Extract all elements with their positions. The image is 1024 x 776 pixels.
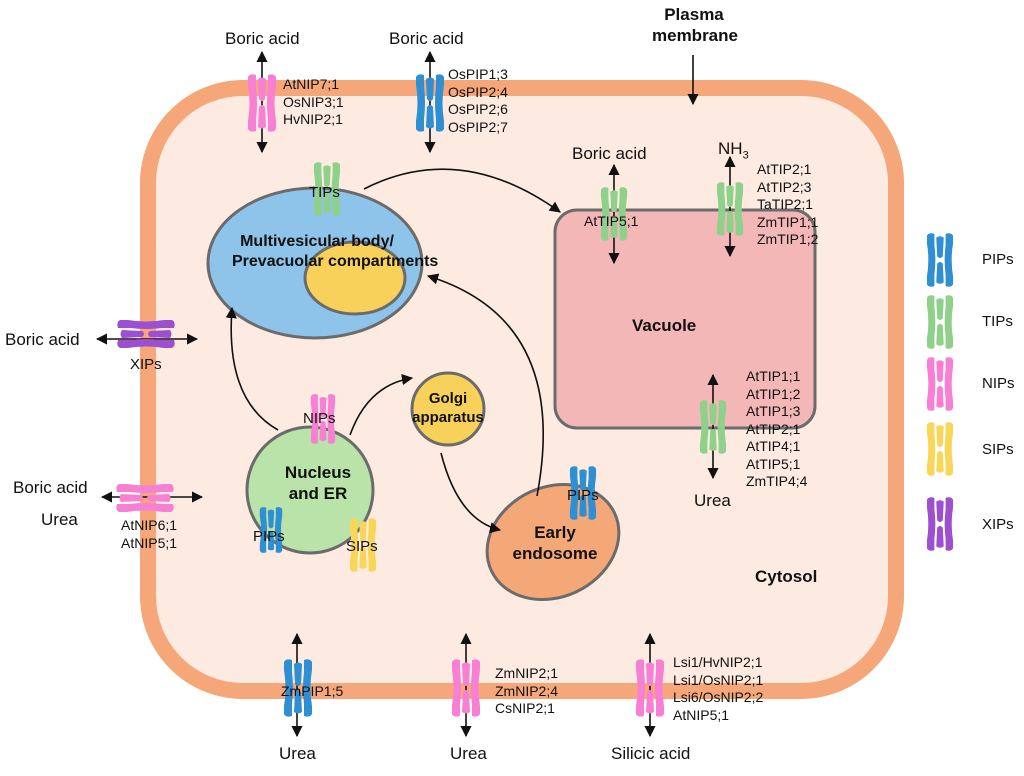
legend-label-nips: NIPs xyxy=(982,375,1015,392)
plasma-membrane-label: Plasma membrane xyxy=(652,5,738,45)
gene-name: AtTIP1;1 xyxy=(746,368,801,384)
mvb-label: Multivesicular body/ Prevacuolar compart… xyxy=(232,233,439,270)
substrate-top-left: Boric acid xyxy=(225,29,300,48)
arrow-golgi-to-endosome xyxy=(440,452,502,534)
vacuole-label: Vacuole xyxy=(632,316,697,335)
endosome-label: Early endosome xyxy=(512,523,598,563)
gene-name: OsPIP2;6 xyxy=(448,101,508,117)
legend-tip-icon xyxy=(926,295,954,349)
legend-sip-icon xyxy=(926,422,954,476)
gene-name: AtNIP5;1 xyxy=(673,706,730,723)
legend-label-sips: SIPs xyxy=(982,441,1014,458)
nucleus-label: Nucleus and ER xyxy=(284,463,352,503)
tips-mvb-label: TIPs xyxy=(309,184,340,201)
gene-name: Lsi6/OsNIP2;2 xyxy=(673,689,764,705)
legend-label-xips: XIPs xyxy=(982,516,1014,533)
gene-name: AtTIP2;3 xyxy=(757,178,812,195)
gene-name: CsNIP2;1 xyxy=(495,700,555,716)
mvb-inner-compartment xyxy=(303,240,407,316)
arrow-nucleus-to-golgi xyxy=(349,374,414,436)
golgi-apparatus xyxy=(410,371,486,447)
gene-name: AtTIP2;1 xyxy=(757,161,812,177)
gene-name: AtTIP5;1 xyxy=(584,213,639,229)
gene-name: ZmNIP2;4 xyxy=(495,682,559,699)
gene-name: AtTIP4;1 xyxy=(746,438,801,454)
substrate-bottom-1: Urea xyxy=(279,744,316,763)
vacuole xyxy=(553,208,817,430)
arrow-mvb-to-vacuole xyxy=(363,168,561,213)
substrate-left-nip-1: Boric acid xyxy=(13,478,88,497)
cytosol-label: Cytosol xyxy=(755,567,818,586)
golgi-label: Golgi apparatus xyxy=(412,390,484,426)
gene-name: Lsi1/OsNIP2;1 xyxy=(673,671,764,688)
gene-name: AtTIP5;1 xyxy=(746,455,801,472)
gene-name: ZmPIP1;5 xyxy=(281,683,344,699)
substrate-left-nip-2: Urea xyxy=(41,510,78,529)
gene-name: AtNIP7;1 xyxy=(283,76,340,92)
gene-name: OsNIP3;1 xyxy=(283,93,344,110)
substrate-vac-nh3: NH3 xyxy=(718,139,749,162)
gene-name: OsPIP1;3 xyxy=(448,66,508,82)
gene-name: ZmTIP1;1 xyxy=(757,213,819,230)
gene-name: AtNIP5;1 xyxy=(121,534,178,551)
pips-nucleus-label: PIPs xyxy=(253,528,285,545)
gene-name: ZmTIP1;2 xyxy=(757,231,819,247)
sips-nucleus-label: SIPs xyxy=(346,538,378,555)
gene-name: Lsi1/HvNIP2;1 xyxy=(673,654,763,670)
nips-nucleus-label: NIPs xyxy=(303,410,336,427)
legend-label-tips: TIPs xyxy=(982,313,1013,330)
legend-label-pips: PIPs xyxy=(982,251,1014,268)
legend-xip-icon xyxy=(926,497,954,551)
genes-vac-boric: AtTIP5;1 xyxy=(584,213,638,231)
xips-pm-label: XIPs xyxy=(130,356,162,373)
gene-name: OsPIP2;4 xyxy=(448,83,508,100)
pips-endosome-label: PIPs xyxy=(567,487,599,504)
substrate-vac-boric: Boric acid xyxy=(572,144,647,163)
gene-name: ZmTIP4;4 xyxy=(746,473,808,489)
gene-name: ZmNIP2;1 xyxy=(495,665,559,681)
gene-name: TaTIP2;1 xyxy=(757,196,814,212)
arrow-endosome-to-mvb xyxy=(426,273,544,497)
gene-name: AtTIP1;2 xyxy=(746,385,801,402)
gene-name: OsPIP2;7 xyxy=(448,118,508,135)
legend-pip-icon xyxy=(926,233,954,287)
gene-name: HvNIP2;1 xyxy=(283,111,343,127)
legend-nip-icon xyxy=(926,357,954,411)
gene-name: AtTIP1;3 xyxy=(746,403,801,419)
arrow-nucleus-to-mvb xyxy=(225,306,279,431)
gene-name: AtTIP2;1 xyxy=(746,420,801,437)
substrate-bottom-2: Urea xyxy=(450,744,487,763)
substrate-vac-urea: Urea xyxy=(694,491,731,510)
substrate-top-mid: Boric acid xyxy=(389,29,464,48)
substrate-bottom-3: Silicic acid xyxy=(611,744,691,763)
genes-bottom-1: ZmPIP1;5 xyxy=(281,683,343,701)
gene-name: AtNIP6;1 xyxy=(121,517,178,533)
substrate-left-xip: Boric acid xyxy=(5,330,80,349)
